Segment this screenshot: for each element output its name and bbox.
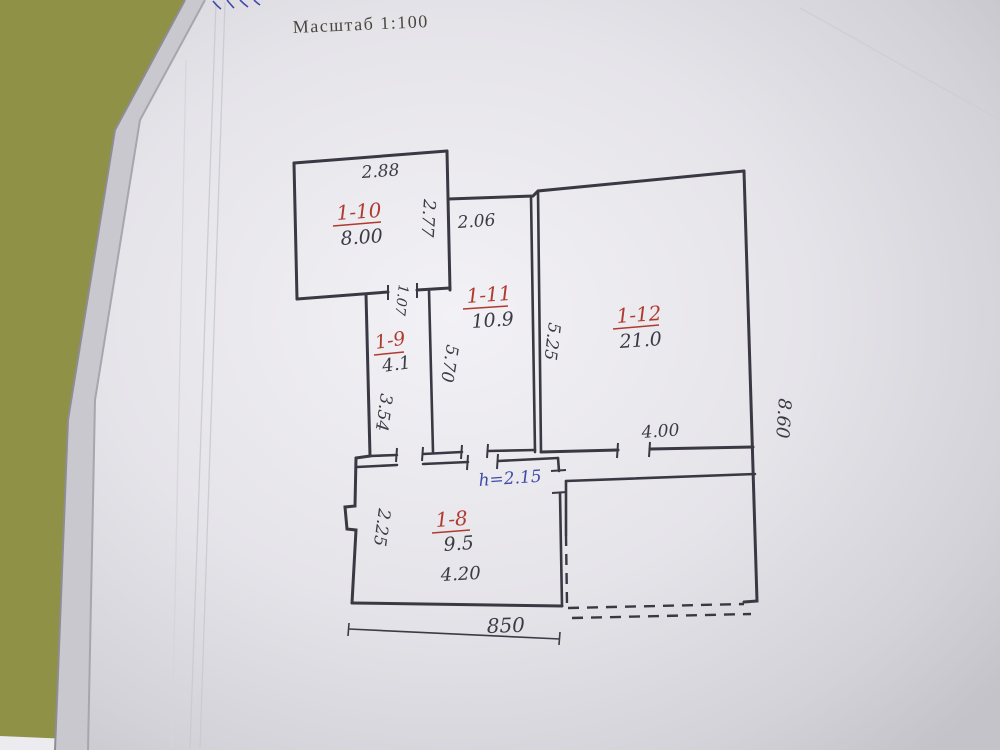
dim-1-9-door: 1.07 <box>391 284 411 317</box>
wall-top-outer <box>446 169 746 201</box>
room-1-11-area: 10.9 <box>471 308 515 333</box>
wall-1-9-left <box>364 292 372 458</box>
wall-1-8-bottom <box>350 601 564 608</box>
dim-overall-width: 850 <box>486 613 525 638</box>
dashed-terrace-bottom-2 <box>571 612 752 620</box>
door-ticks <box>387 283 651 494</box>
dashed-terrace-bottom-1 <box>567 602 745 610</box>
wall-right-outer <box>742 169 759 604</box>
dim-1-10-width: 2.88 <box>360 160 400 183</box>
wall-1-10-left <box>292 161 299 301</box>
room-1-10-label: 1-10 <box>336 198 383 225</box>
room-1-8-area: 9.5 <box>443 532 475 556</box>
dashed-terrace-left <box>564 534 569 605</box>
room-1-9-area: 4.1 <box>380 352 412 377</box>
dimension-line-850 <box>347 622 561 646</box>
main-sheet <box>88 0 1000 750</box>
wall-1-8-top <box>355 456 560 469</box>
under-sheet-edge-shadow <box>54 0 186 750</box>
room-1-9-label: 1-9 <box>373 327 407 354</box>
walls-solid <box>292 149 759 608</box>
dim-1-10-depth: 2.77 <box>416 198 439 238</box>
wall-1-11-1-12 <box>529 189 543 454</box>
wall-step-left <box>354 454 372 460</box>
dim-1-12-depth: 5.25 <box>539 321 563 361</box>
wall-1-8-left <box>343 456 358 605</box>
ceiling-height-note: h=2.15 <box>478 467 542 491</box>
room-label-underlines <box>332 221 660 534</box>
room-1-10-area: 8.00 <box>340 225 384 250</box>
wall-1-10-top <box>292 149 449 165</box>
dim-1-8-width: 4.20 <box>439 563 481 586</box>
wall-1-10-bottom <box>295 286 452 301</box>
wall-1-8-right <box>556 456 564 608</box>
dim-1-11-width: 2.06 <box>456 210 496 233</box>
dim-overall-depth: 8.60 <box>771 398 795 439</box>
room-1-8-label: 1-8 <box>435 506 469 532</box>
paper-crease-lines <box>171 1 1000 749</box>
wall-corridor-upper <box>368 448 537 458</box>
main-sheet-edge-shadow <box>87 0 206 750</box>
wall-1-12-bottom <box>539 445 755 454</box>
wall-terrace-top <box>564 472 757 483</box>
wall-1-10-right <box>445 149 452 292</box>
walls-dashed <box>564 534 752 620</box>
room-1-11-label: 1-11 <box>466 281 513 308</box>
room-1-12-label: 1-12 <box>616 301 663 328</box>
wall-1-9-right <box>427 288 435 454</box>
dim-1-12-width: 4.00 <box>640 420 680 443</box>
floor-plan: 1-10 8.00 2.88 2.77 1-11 10.9 2.06 5.70 … <box>292 149 795 646</box>
cutoff-handwriting <box>212 0 261 10</box>
room-1-12-area: 21.0 <box>618 328 663 353</box>
